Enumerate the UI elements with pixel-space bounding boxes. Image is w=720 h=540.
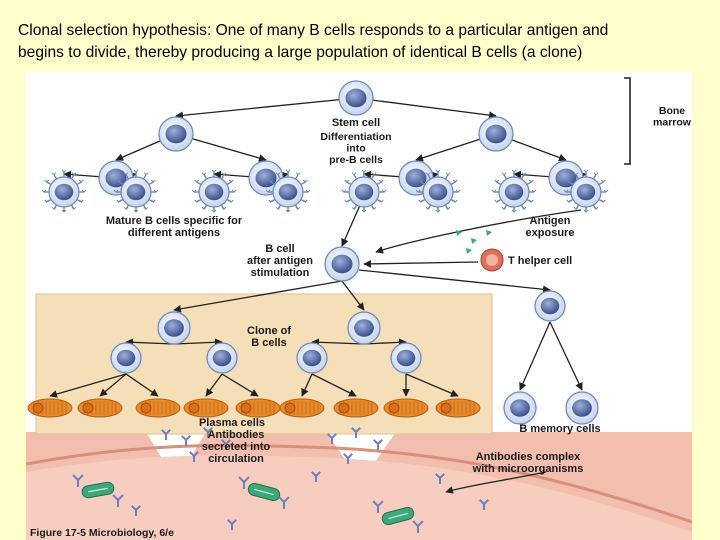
slide-caption: Clonal selection hypothesis: One of many…	[18, 20, 708, 64]
antibody	[343, 453, 353, 464]
mature-b-cell	[265, 169, 311, 213]
label-plasma-cells: Plasma cells	[199, 417, 265, 429]
caption-line-2: begins to divide, thereby producing a la…	[18, 44, 583, 61]
clone-b-cell	[157, 311, 191, 345]
clone-b-cell	[296, 342, 328, 374]
mature-b-cell	[563, 169, 609, 213]
antibody	[189, 451, 199, 462]
plasma-cell	[27, 398, 73, 418]
mature-b-cell	[113, 169, 159, 213]
microorganism	[81, 481, 115, 499]
stem-cell	[338, 80, 374, 116]
antibody	[181, 435, 191, 446]
plasma-cell	[279, 398, 325, 418]
antibody	[479, 499, 489, 510]
antibody	[161, 429, 171, 440]
t-helper-cell	[480, 248, 504, 272]
b-memory-cell	[503, 391, 537, 425]
antibody	[327, 433, 337, 444]
antibody	[131, 505, 141, 516]
antibody	[373, 439, 383, 450]
antibody-bound	[372, 500, 384, 513]
antibody	[221, 439, 231, 450]
plasma-cell	[183, 398, 229, 418]
mature-b-cell	[491, 169, 537, 213]
clone-b-cell	[347, 311, 381, 345]
antibody-bound	[238, 476, 250, 489]
antigen-particle	[486, 230, 492, 236]
antibody	[311, 471, 321, 482]
label-b-memory-cells: B memory cells	[519, 423, 600, 435]
clone-b-cell	[110, 342, 142, 374]
antibody	[203, 427, 213, 438]
antibody-bound	[412, 520, 424, 533]
mature-b-cell	[41, 169, 87, 213]
b-memory-cell	[565, 391, 599, 425]
antibody-bound	[112, 494, 124, 507]
antigen-particle	[471, 238, 477, 244]
label-t-helper: T helper cell	[508, 255, 572, 267]
plasma-cell	[77, 398, 123, 418]
label-figure-credit: Figure 17-5 Microbiology, 6/e	[30, 527, 174, 539]
label-stem-cell: Stem cell	[332, 117, 380, 129]
plasma-cell	[383, 398, 429, 418]
microorganism	[247, 482, 281, 502]
antibody-bound	[278, 496, 290, 509]
plasma-cell	[333, 398, 379, 418]
plasma-cell	[235, 398, 281, 418]
antibody	[435, 473, 445, 484]
antigen-particle	[466, 248, 472, 254]
b-memory-progenitor	[534, 290, 566, 322]
bone-marrow-bracket	[624, 77, 631, 165]
mature-b-cell	[191, 169, 237, 213]
clone-b-cell	[390, 342, 422, 374]
plasma-cell	[435, 398, 481, 418]
complex-arrow	[445, 471, 547, 494]
blood-vessel-wall	[26, 443, 692, 524]
mature-b-cell	[341, 169, 387, 213]
antibody	[351, 427, 361, 438]
caption-line-1: Clonal selection hypothesis: One of many…	[18, 22, 609, 39]
clone-b-cell	[206, 342, 238, 374]
antibody-bound	[72, 474, 84, 487]
mature-b-cell	[415, 169, 461, 213]
stimulated-b-cell	[324, 246, 360, 282]
microorganism	[381, 506, 415, 526]
stem-derived-cell	[158, 116, 194, 152]
plasma-cell	[135, 398, 181, 418]
stem-derived-cell	[478, 116, 514, 152]
antigen-particle	[456, 230, 462, 236]
antibody	[227, 519, 237, 530]
